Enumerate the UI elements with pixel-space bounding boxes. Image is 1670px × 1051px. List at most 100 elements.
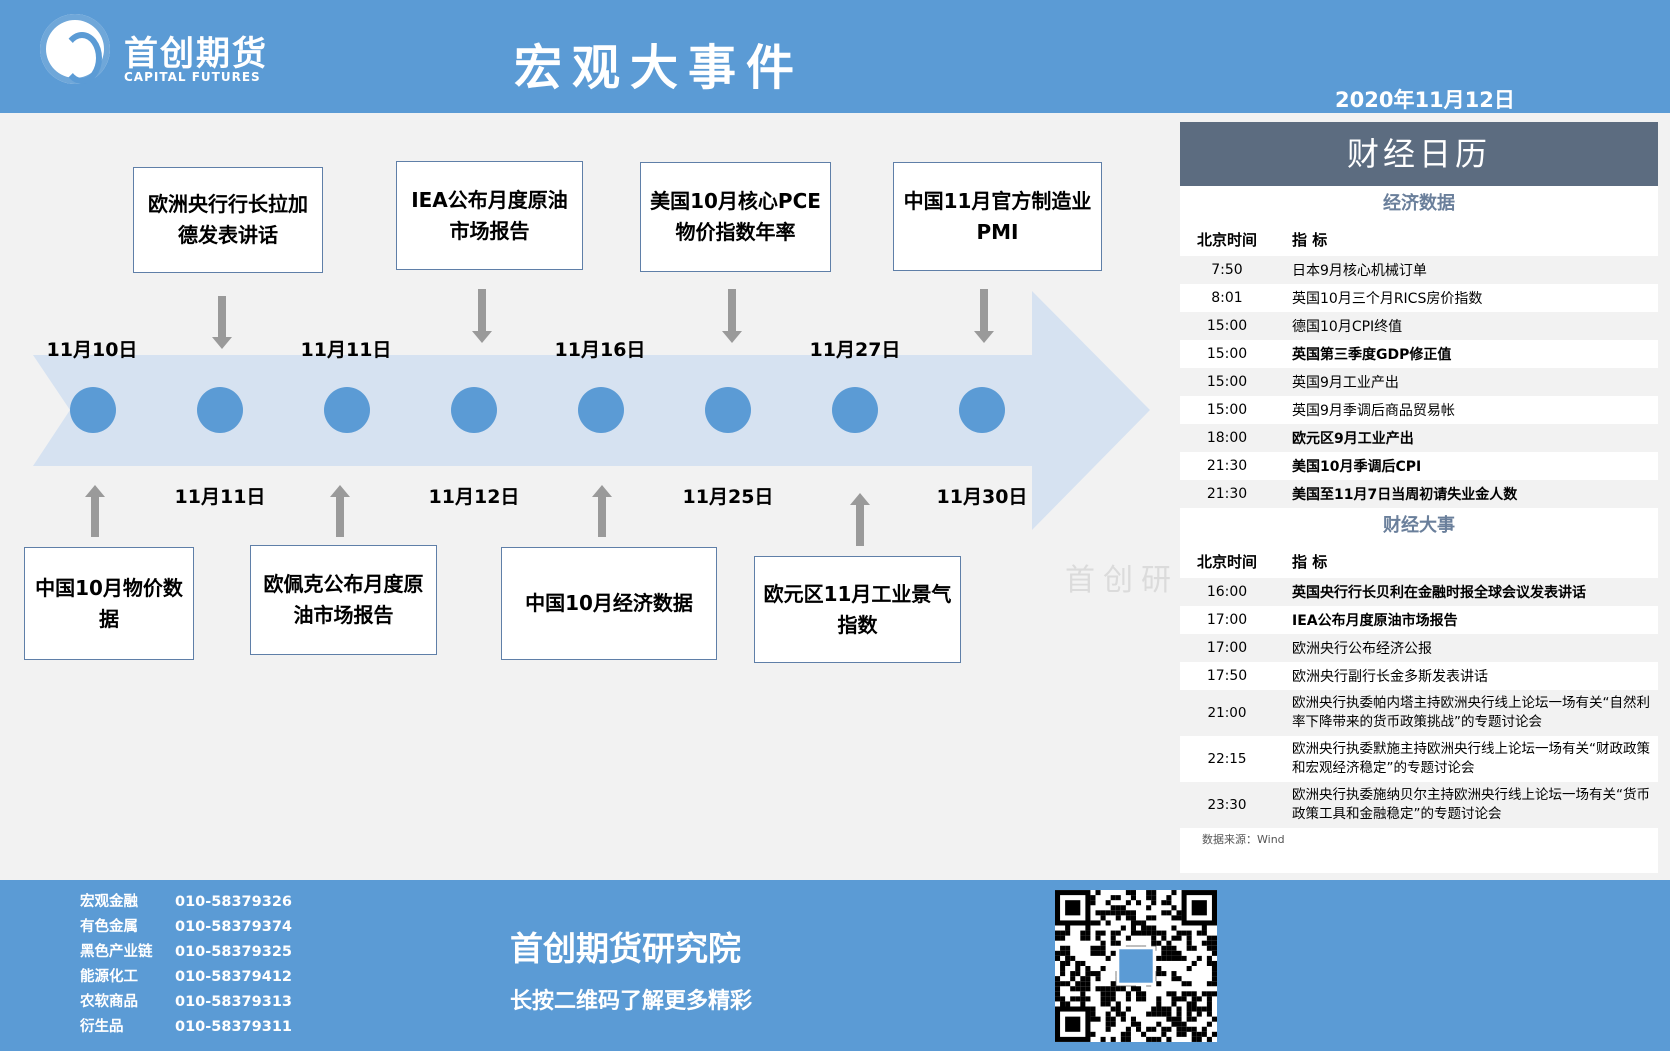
event-box-bottom-1: 中国10月物价数据 — [24, 547, 194, 660]
logo-text-cn: 首创期货 — [124, 34, 268, 74]
contact-phone: 010-58379313 — [175, 994, 292, 1010]
footer-slogan: 长按二维码了解更多精彩 — [510, 989, 753, 1014]
page-title: 宏观大事件 — [514, 40, 805, 96]
arrow-down-icon — [212, 296, 232, 349]
row-time: 21:00 — [1180, 690, 1274, 736]
qr-code-icon[interactable] — [1055, 890, 1217, 1042]
timeline-dot — [578, 387, 624, 433]
footer-org-name: 首创期货研究院 — [510, 929, 741, 968]
timeline-date-top-3: 11月16日 — [554, 339, 646, 361]
timeline-dot — [959, 387, 1005, 433]
contact-phone: 010-58379374 — [175, 919, 292, 935]
row-time: 17:50 — [1180, 662, 1274, 690]
arrow-up-icon — [592, 485, 612, 537]
row-time: 18:00 — [1180, 424, 1274, 452]
contact-row: 宏观金融 010-58379326 — [80, 890, 292, 915]
event-text: 欧元区11月工业景气指数 — [763, 581, 952, 637]
event-text: 欧佩克公布月度原油市场报告 — [263, 572, 424, 627]
contact-phone: 010-58379325 — [175, 944, 292, 960]
event-box-bottom-2: 欧佩克公布月度原油市场报告 — [250, 545, 437, 655]
row-time: 15:00 — [1180, 340, 1274, 368]
footer-bar: 宏观金融 010-58379326 有色金属 010-58379374 黑色产业链 010… — [0, 880, 1670, 1051]
event-text: 欧洲央行行长拉加德发表讲话 — [148, 192, 308, 247]
contact-dept: 衍生品 — [80, 1019, 124, 1035]
event-box-top-3: 美国10月核心PCE物价指数年率 — [640, 162, 831, 272]
event-box-top-2: IEA公布月度原油市场报告 — [396, 161, 583, 270]
watermark: 首创研 — [1065, 563, 1179, 598]
event-text: IEA公布月度原油市场报告 — [411, 187, 568, 243]
row-item: 英国10月三个月RICS房价指数 — [1274, 284, 1658, 312]
timeline-date-bottom-1: 11月11日 — [174, 486, 266, 508]
event-text: 美国10月核心PCE物价指数年率 — [650, 189, 821, 244]
row-item: 欧洲央行副行长金多斯发表讲话 — [1274, 662, 1658, 690]
arrow-up-icon — [85, 485, 105, 537]
row-item: 德国10月CPI终值 — [1274, 312, 1658, 340]
economic-data-title: 经济数据 — [1383, 193, 1455, 214]
event-box-bottom-3: 中国10月经济数据 — [501, 547, 717, 660]
calendar-title: 财经日历 — [1180, 122, 1658, 186]
timeline-dot — [832, 387, 878, 433]
event-box-top-1: 欧洲央行行长拉加德发表讲话 — [133, 167, 323, 273]
row-item: 日本9月核心机械订单 — [1274, 256, 1658, 284]
event-text: 中国10月物价数据 — [35, 575, 183, 631]
timeline-date-bottom-4: 11月30日 — [936, 486, 1028, 508]
contact-phone: 010-58379412 — [175, 969, 292, 985]
contact-row: 能源化工 010-58379412 — [80, 965, 292, 990]
row-item: 英国9月工业产出 — [1274, 368, 1658, 396]
timeline-date-top-1: 11月10日 — [46, 339, 138, 361]
contact-row: 有色金属 010-58379374 — [80, 915, 292, 940]
arrow-up-icon — [850, 493, 870, 546]
row-item: 欧洲央行执委帕内塔主持欧洲央行线上论坛一场有关“自然利率下降带来的货币政策挑战”… — [1274, 690, 1658, 736]
row-item: IEA公布月度原油市场报告 — [1274, 606, 1658, 634]
header-bar: 首创期货 CAPITAL FUTURES 宏观大事件 2020年11月12日 — [0, 0, 1670, 113]
row-item: 美国10月季调后CPI — [1274, 452, 1658, 480]
contact-dept: 有色金属 — [80, 919, 138, 935]
events-title: 财经大事 — [1383, 515, 1455, 536]
contact-dept: 能源化工 — [80, 969, 138, 985]
row-time: 23:30 — [1180, 782, 1274, 828]
row-item: 英国第三季度GDP修正值 — [1274, 340, 1658, 368]
row-item: 欧洲央行公布经济公报 — [1274, 634, 1658, 662]
contact-row: 黑色产业链 010-58379325 — [80, 940, 292, 965]
timeline-date-top-4: 11月27日 — [809, 339, 901, 361]
data-source: 数据来源：Wind — [1202, 833, 1285, 846]
contact-phone: 010-58379326 — [175, 894, 292, 910]
company-logo-icon — [40, 14, 110, 84]
arrow-down-icon — [722, 289, 742, 343]
col-header-time: 北京时间 — [1180, 544, 1274, 578]
event-box-top-4: 中国11月官方制造业PMI — [893, 162, 1102, 271]
table-header-row: 北京时间 指 标 — [1180, 544, 1658, 578]
contact-row: 农软商品 010-58379313 — [80, 990, 292, 1015]
row-time: 15:00 — [1180, 368, 1274, 396]
col-header-time: 北京时间 — [1180, 222, 1274, 256]
timeline-dot — [70, 387, 116, 433]
timeline-date-top-2: 11月11日 — [300, 339, 392, 361]
row-time: 17:00 — [1180, 606, 1274, 634]
contact-dept: 宏观金融 — [80, 894, 138, 910]
row-time: 21:30 — [1180, 480, 1274, 508]
event-text: 中国10月经济数据 — [525, 591, 693, 615]
contact-dept: 农软商品 — [80, 994, 138, 1010]
contact-dept: 黑色产业链 — [80, 944, 153, 960]
event-text: 中国11月官方制造业PMI — [903, 188, 1092, 244]
row-item: 英国央行行长贝利在金融时报全球会议发表讲话 — [1274, 578, 1658, 606]
row-time: 7:50 — [1180, 256, 1274, 284]
report-date: 2020年11月12日 — [1335, 88, 1515, 112]
row-time: 15:00 — [1180, 396, 1274, 424]
timeline-dot — [324, 387, 370, 433]
timeline-dot — [705, 387, 751, 433]
